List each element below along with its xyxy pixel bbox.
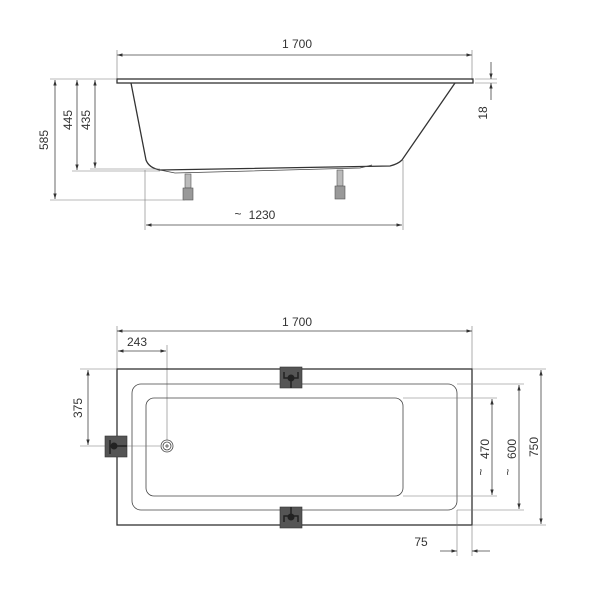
label-243: 243 bbox=[127, 335, 147, 349]
tub-body bbox=[130, 82, 456, 171]
approx-1230: ~ bbox=[234, 207, 241, 221]
label-375: 375 bbox=[71, 398, 85, 418]
tub-rim bbox=[116, 78, 474, 84]
top-view: 1 700 243 375 470 ~ 600 ~ 750 75 bbox=[71, 315, 546, 556]
foot-top bbox=[279, 366, 303, 389]
label-75: 75 bbox=[414, 535, 428, 549]
label-470: 470 bbox=[478, 439, 492, 459]
drain-icon bbox=[160, 439, 174, 453]
foot-bottom bbox=[279, 506, 303, 529]
leg-right bbox=[334, 169, 346, 200]
label-435: 435 bbox=[79, 110, 93, 130]
tub-basin bbox=[145, 397, 404, 497]
label-1230: 1230 bbox=[249, 208, 276, 222]
leg-left bbox=[182, 173, 194, 201]
label-length-top: 1 700 bbox=[282, 315, 312, 329]
label-585: 585 bbox=[37, 130, 51, 150]
tub-outline bbox=[116, 368, 473, 526]
approx-470: ~ bbox=[474, 468, 488, 475]
label-445: 445 bbox=[61, 110, 75, 130]
label-600: 600 bbox=[505, 439, 519, 459]
tub-inner-edge bbox=[131, 383, 458, 511]
approx-600: ~ bbox=[501, 468, 515, 475]
label-length-side: 1 700 bbox=[282, 37, 312, 51]
foot-left bbox=[104, 435, 128, 458]
label-750: 750 bbox=[527, 437, 541, 457]
side-view: 1 700 585 445 435 18 ~ 1230 bbox=[37, 37, 497, 230]
label-18: 18 bbox=[476, 106, 490, 120]
